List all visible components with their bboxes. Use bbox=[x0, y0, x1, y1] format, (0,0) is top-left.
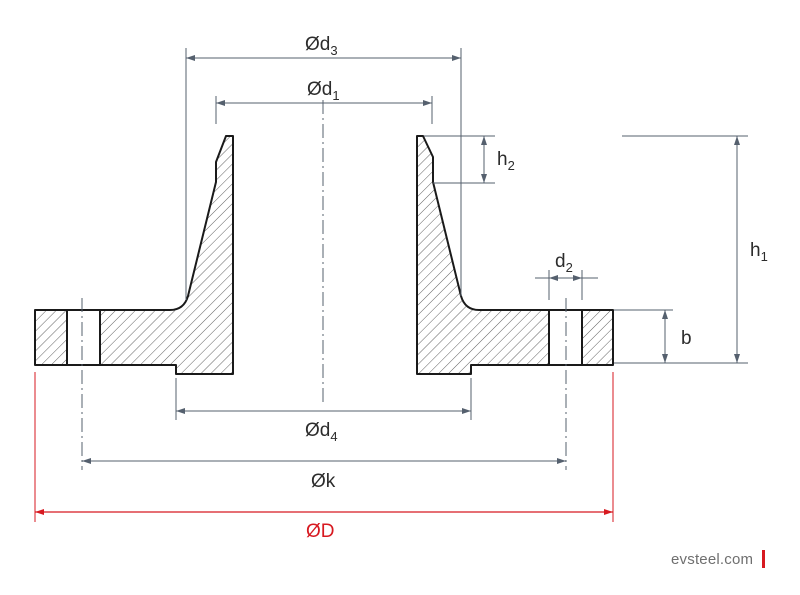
label-b: b bbox=[681, 328, 692, 349]
flange-right-rim bbox=[581, 309, 614, 366]
flange-left-rim bbox=[34, 309, 68, 366]
extension-lines bbox=[81, 48, 748, 470]
flange-left-section bbox=[34, 135, 234, 375]
label-d1: Ød1 bbox=[307, 79, 340, 103]
footer-brand: evsteel.com bbox=[671, 549, 766, 569]
brand-name: evsteel.com bbox=[671, 550, 754, 568]
flange-right-section bbox=[416, 135, 614, 375]
label-d3: Ød3 bbox=[305, 34, 338, 58]
label-D: ØD bbox=[306, 521, 335, 542]
brand-accent-bar bbox=[762, 550, 766, 568]
extension-lines-red bbox=[34, 372, 614, 522]
bolt-hole-left bbox=[66, 309, 101, 366]
label-d4: Ød4 bbox=[305, 420, 338, 444]
label-h1: h1 bbox=[750, 240, 768, 264]
label-h2: h2 bbox=[497, 149, 515, 173]
label-k: Øk bbox=[311, 471, 336, 492]
label-d2: d2 bbox=[555, 251, 573, 275]
